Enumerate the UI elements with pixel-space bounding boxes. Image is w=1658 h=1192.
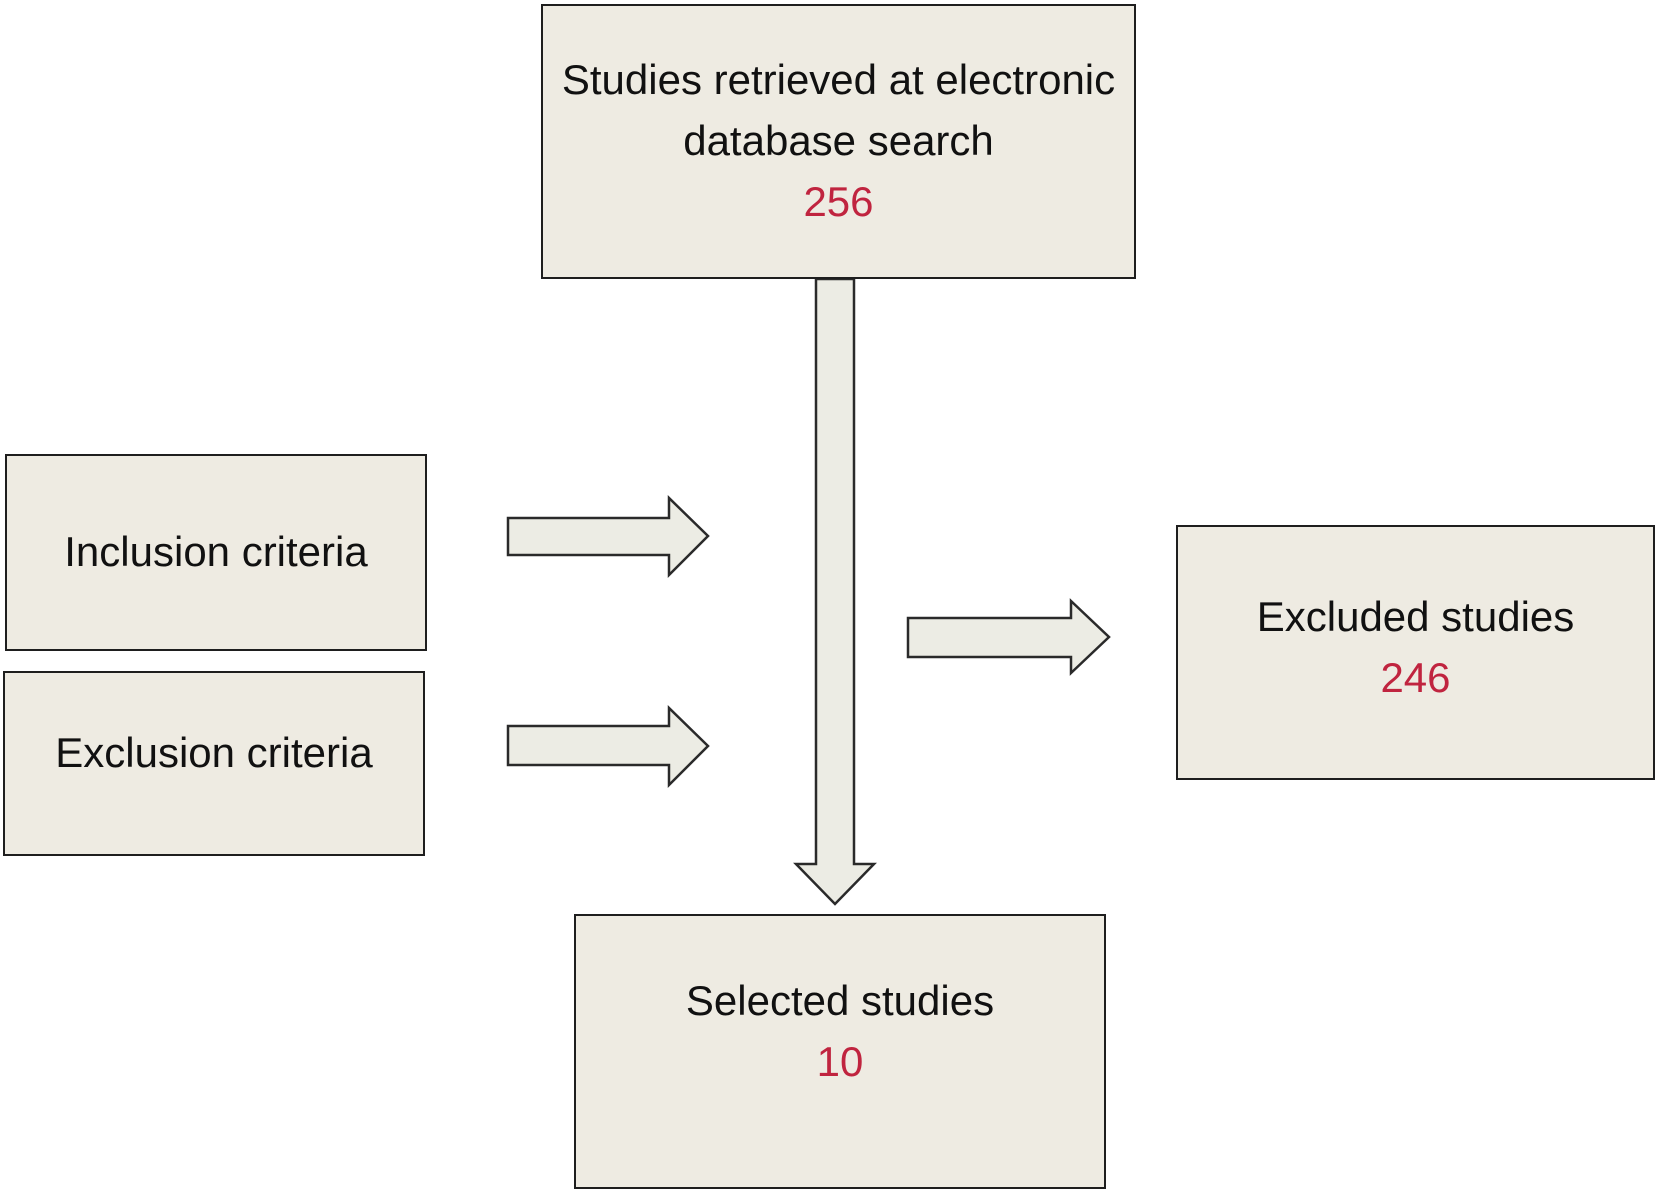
inclusion-arrow xyxy=(506,495,710,579)
selected-studies-label: Selected studies xyxy=(685,976,995,1024)
excluded-arrow xyxy=(906,598,1111,676)
retrieved-studies-label-line1: Studies retrieved at electronic xyxy=(561,56,1116,104)
retrieved-studies-count: 256 xyxy=(803,177,874,225)
retrieved-studies-label-line2: database search xyxy=(683,117,994,165)
exclusion-criteria-box: Exclusion criteria xyxy=(3,671,425,856)
selected-studies-box: Selected studies 10 xyxy=(574,914,1106,1189)
excluded-studies-box: Excluded studies 246 xyxy=(1176,525,1655,780)
retrieved-studies-box: Studies retrieved at electronic database… xyxy=(541,4,1136,279)
inclusion-criteria-box: Inclusion criteria xyxy=(5,454,427,651)
excluded-studies-label: Excluded studies xyxy=(1256,592,1575,640)
selected-studies-count: 10 xyxy=(816,1037,864,1085)
excluded-studies-count: 246 xyxy=(1380,653,1451,701)
inclusion-criteria-label: Inclusion criteria xyxy=(64,528,368,576)
exclusion-arrow xyxy=(506,705,710,789)
exclusion-criteria-label: Exclusion criteria xyxy=(55,729,373,777)
down-arrow xyxy=(793,277,877,906)
